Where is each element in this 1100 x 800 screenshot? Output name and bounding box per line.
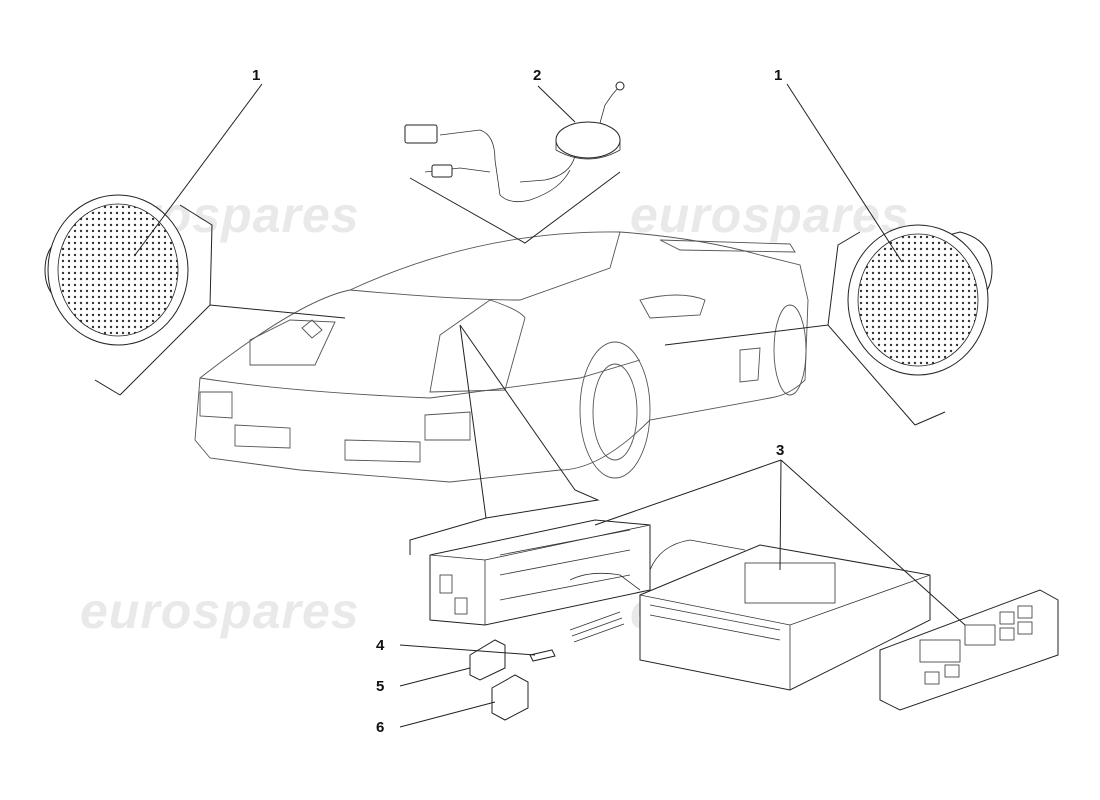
radio-unit [569, 539, 931, 691]
callouts: 1 2 1 3 4 5 6 [252, 67, 784, 736]
speaker-left [44, 194, 189, 346]
speaker-grill-left [57, 203, 179, 337]
speaker-grill-right [857, 233, 979, 367]
callout-part-4: 4 [376, 637, 385, 654]
speaker-right [847, 224, 993, 376]
antenna-assembly [404, 81, 625, 203]
car-outline [194, 231, 809, 483]
radio-cage [429, 519, 651, 626]
watermark-top-right: eurospares [630, 187, 910, 243]
watermark-bottom-left: eurospares [80, 583, 360, 639]
callout-part-6: 6 [376, 719, 384, 736]
callout-radio: 3 [776, 442, 784, 459]
leader-lines [94, 83, 966, 728]
callout-speaker-left: 1 [252, 67, 260, 84]
callout-speaker-right: 1 [774, 67, 782, 84]
small-parts [469, 639, 556, 721]
callout-part-5: 5 [376, 678, 384, 695]
radio-faceplate [879, 589, 1059, 711]
callout-antenna: 2 [533, 67, 541, 84]
